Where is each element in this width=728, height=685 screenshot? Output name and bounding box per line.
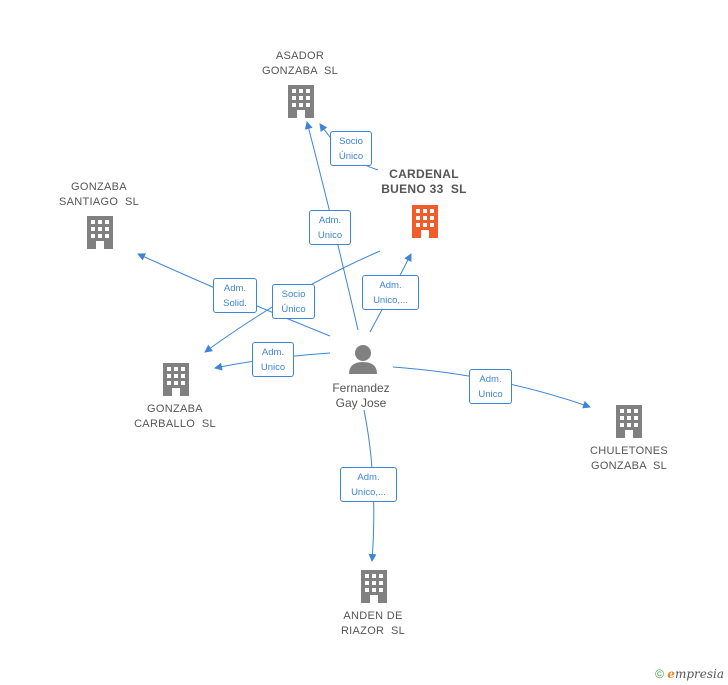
person-label[interactable]: Fernandez Gay Jose bbox=[332, 381, 390, 410]
building-icon[interactable] bbox=[87, 216, 113, 249]
person-icon[interactable] bbox=[349, 345, 377, 374]
empresia-logo: empresia bbox=[667, 667, 724, 681]
relation-label-person-cardenal: Adm. Unico,... bbox=[362, 275, 419, 310]
company-label-santiago[interactable]: GONZABA SANTIAGO SL bbox=[58, 181, 139, 208]
building-icon[interactable] bbox=[616, 405, 642, 438]
relation-label-person-asador: Adm. Unico bbox=[309, 210, 351, 245]
building-icon[interactable] bbox=[412, 205, 438, 238]
company-label-carballo[interactable]: GONZABA CARBALLO SL bbox=[134, 403, 216, 430]
relation-label-person-carballo: Adm. Unico bbox=[252, 342, 294, 377]
relation-label-person-chuletones: Adm. Unico bbox=[469, 369, 512, 404]
company-label-chuletones[interactable]: CHULETONES GONZABA SL bbox=[590, 445, 668, 472]
company-label-asador[interactable]: ASADOR GONZABA SL bbox=[261, 50, 339, 77]
building-icon[interactable] bbox=[288, 85, 314, 118]
building-icon[interactable] bbox=[361, 570, 387, 603]
copyright-symbol: © bbox=[655, 667, 664, 681]
relation-label-cardenal-asador: Socio Único bbox=[330, 131, 372, 166]
company-label-anden[interactable]: ANDEN DE RIAZOR SL bbox=[340, 610, 406, 637]
empresia-watermark: © empresia bbox=[655, 667, 724, 681]
company-label-cardenal[interactable]: CARDENAL BUENO 33 SL bbox=[381, 167, 467, 196]
relation-label-person-anden: Adm. Unico,... bbox=[340, 467, 397, 502]
building-icon[interactable] bbox=[163, 363, 189, 396]
relation-label-person-santiago: Adm. Solid. bbox=[213, 278, 257, 313]
relation-label-cardenal-carballo: Socio Único bbox=[272, 284, 315, 319]
